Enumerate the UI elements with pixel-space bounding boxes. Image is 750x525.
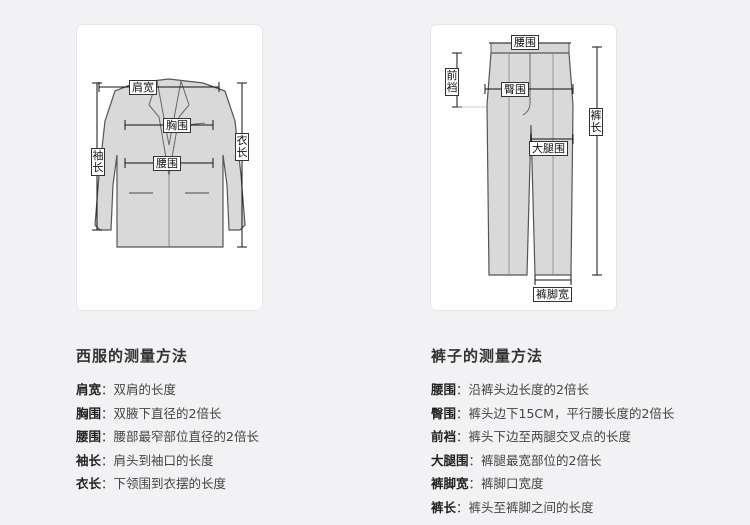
label-sleeve-length: 袖长 (91, 148, 105, 176)
label-chest: 胸围 (163, 118, 191, 133)
label-pants-length: 裤长 (589, 108, 603, 136)
label-thigh: 大腿围 (529, 141, 568, 156)
label-hip: 臀围 (501, 82, 529, 97)
suit-diagram-card: 肩宽 胸围 腰围 袖长 衣长 (77, 25, 262, 310)
pants-measure-list: 腰围：沿裤头边长度的2倍长 臀围：裤头边下15CM，平行腰长度的2倍长 前裆：裤… (431, 378, 674, 519)
pants-section-title: 裤子的测量方法 (431, 347, 544, 365)
list-item: 肩宽：双肩的长度 (76, 382, 177, 397)
list-item: 腰围：腰部最窄部位直径的2倍长 (76, 429, 259, 444)
list-item: 前裆：裤头下边至两腿交叉点的长度 (431, 429, 632, 444)
label-jacket-length: 衣长 (235, 133, 249, 161)
pants-diagram-card: 腰围 前裆 臀围 大腿围 裤长 裤脚宽 (431, 25, 616, 310)
label-shoulder-width: 肩宽 (129, 80, 157, 95)
list-item: 衣长：下领围到衣摆的长度 (76, 476, 227, 491)
suit-measure-list: 肩宽：双肩的长度 胸围：双腋下直径的2倍长 腰围：腰部最窄部位直径的2倍长 袖长… (76, 378, 259, 496)
label-waist: 腰围 (153, 156, 181, 171)
list-item: 裤脚宽：裤脚口宽度 (431, 476, 544, 491)
suit-section-title: 西服的测量方法 (76, 347, 189, 365)
label-front-rise: 前裆 (445, 68, 459, 96)
list-item: 腰围：沿裤头边长度的2倍长 (431, 382, 589, 397)
list-item: 袖长：肩头到袖口的长度 (76, 452, 214, 468)
label-pants-waist: 腰围 (511, 35, 539, 50)
list-item: 裤长：裤头至裤脚之间的长度 (431, 499, 594, 515)
list-item: 臀围：裤头边下15CM，平行腰长度的2倍长 (431, 405, 675, 421)
label-hem-width: 裤脚宽 (533, 287, 572, 302)
list-item: 胸围：双腋下直径的2倍长 (76, 405, 222, 421)
list-item: 大腿围：裤腿最宽部位的2倍长 (431, 452, 602, 468)
